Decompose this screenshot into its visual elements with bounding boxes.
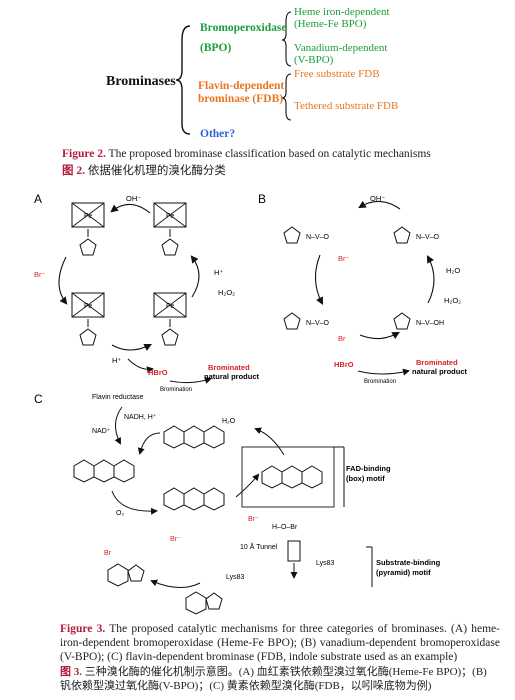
- v-bottom-right: N‒V‒OH: [416, 320, 444, 327]
- fig2-caption-text: The proposed brominase classification ba…: [108, 148, 431, 160]
- fig2-vanadium-2: (V-BPO): [294, 54, 334, 66]
- panel-a-label: A: [34, 192, 42, 206]
- b-h2o2: H₂O₂: [444, 296, 461, 305]
- b-hbro: HBrO: [334, 360, 354, 369]
- a-h: H⁺: [214, 268, 223, 277]
- fig2-caption-cn-text: 依据催化机理的溴化酶分类: [87, 165, 226, 177]
- b-oh: OH⁻: [370, 194, 385, 203]
- panel-b: B N‒V‒O N‒V‒O N‒V‒O N‒V‒OH OH⁻ Br⁻ Br H₂…: [258, 192, 468, 385]
- c-lys: Lys83: [316, 560, 335, 567]
- figure-3-scheme: A Fe Fe Fe Fe OH⁻ Br⁻ H⁺ H₂O₂ H⁺ HBrO Br…: [34, 192, 468, 615]
- panel-b-label: B: [258, 192, 266, 206]
- fe-top-left: Fe: [84, 213, 92, 220]
- c-br2: Br⁻: [170, 536, 181, 543]
- v-bottom-left: N‒V‒O: [306, 320, 330, 327]
- fig2-caption-label: Figure 2.: [62, 148, 106, 160]
- a-br: Br⁻: [34, 270, 46, 279]
- fig2-caption: Figure 2. The proposed brominase classif…: [62, 148, 431, 160]
- fe-bottom-right: Fe: [166, 303, 174, 310]
- fig2-other: Other?: [200, 128, 236, 140]
- fig3-caption-cn-label: 图 3.: [60, 666, 82, 678]
- c-br: Br⁻: [248, 516, 259, 523]
- c-sub-motif-1: Substrate-binding: [376, 558, 441, 567]
- panel-c: C Flavin reductase NADH, H⁺ NAD⁺ O₂ H₂O …: [34, 392, 441, 615]
- fig3-caption-text: The proposed catalytic mechanisms for th…: [60, 623, 500, 663]
- c-nadh: NADH, H⁺: [124, 414, 157, 421]
- a-oh: OH⁻: [126, 194, 141, 203]
- b-br2: Br: [338, 334, 346, 343]
- panel-c-label: C: [34, 392, 43, 406]
- b-product-1: Brominated: [416, 358, 458, 367]
- c-hobr: H‒O‒Br: [272, 524, 298, 531]
- a-hbro: HBrO: [148, 368, 168, 377]
- a-h2: H⁺: [112, 356, 121, 365]
- fig2-bpo-abbr: (BPO): [200, 42, 232, 54]
- fig2-bpo-name: Bromoperoxidase: [200, 22, 287, 34]
- v-top-left: N‒V‒O: [306, 234, 330, 241]
- fig2-heme-1: Heme iron-dependent: [294, 6, 390, 18]
- b-bromination: Bromination: [364, 379, 396, 385]
- c-fad-motif-1: FAD-binding: [346, 464, 391, 473]
- fig2-free-fdb: Free substrate FDB: [294, 68, 380, 80]
- fig3-caption: Figure 3. The proposed catalytic mechani…: [60, 622, 500, 664]
- fig2-brackets: [175, 11, 292, 135]
- c-lys2: Lys83: [226, 574, 245, 581]
- c-o2: O₂: [116, 510, 124, 517]
- fig2-caption-cn: 图 2. 依据催化机理的溴化酶分类: [62, 162, 226, 178]
- a-h2o2: H₂O₂: [218, 288, 235, 297]
- c-h2o: H₂O: [222, 418, 236, 425]
- b-br: Br⁻: [338, 254, 350, 263]
- v-top-right: N‒V‒O: [416, 234, 440, 241]
- fig2-tethered-fdb: Tethered substrate FDB: [294, 100, 399, 112]
- c-flavin-reductase: Flavin reductase: [92, 394, 143, 401]
- c-indole-br: Br: [104, 550, 112, 557]
- fe-top-right: Fe: [166, 213, 174, 220]
- fig2-fdb-1: Flavin-dependent: [198, 80, 285, 92]
- fig2-root: Brominases: [106, 74, 176, 89]
- fig2-vanadium-1: Vanadium-dependent: [294, 42, 388, 54]
- b-h2o: H₂O: [446, 266, 460, 275]
- panel-a: A Fe Fe Fe Fe OH⁻ Br⁻ H⁺ H₂O₂ H⁺ HBrO Br…: [34, 192, 260, 393]
- a-bromination: Bromination: [160, 387, 192, 393]
- fig3-caption-cn-text: 三种溴化酶的催化机制示意图。(A) 血红素铁依赖型溴过氧化酶(Heme-Fe B…: [60, 666, 487, 692]
- fe-bottom-left: Fe: [84, 303, 92, 310]
- fig3-caption-cn: 图 3. 三种溴化酶的催化机制示意图。(A) 血红素铁依赖型溴过氧化酶(Heme…: [60, 665, 500, 693]
- a-product-2: natural product: [204, 372, 260, 381]
- c-nad: NAD⁺: [92, 428, 111, 435]
- b-product-2: natural product: [412, 367, 468, 376]
- a-product-1: Brominated: [208, 363, 250, 372]
- c-fad-motif-2: (box) motif: [346, 474, 385, 483]
- fig2-heme-2: (Heme-Fe BPO): [294, 18, 367, 30]
- c-sub-motif-2: (pyramid) motif: [376, 568, 431, 577]
- fig2-fdb-2: brominase (FDB): [198, 93, 284, 105]
- fig2-caption-cn-label: 图 2.: [62, 165, 85, 177]
- fig3-caption-label: Figure 3.: [60, 623, 106, 635]
- c-tunnel: 10 Å Tunnel: [240, 542, 278, 551]
